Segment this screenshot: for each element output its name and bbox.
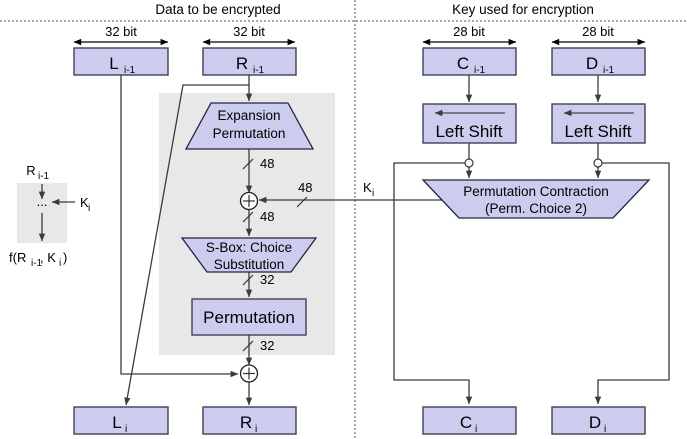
junction-dot-d — [593, 158, 603, 168]
bitwidth-xor-out: 48 — [260, 209, 274, 224]
bitwidth-tick-expansion — [242, 158, 254, 170]
left-shift-label-2: Left Shift — [564, 122, 631, 141]
legend-group: R i-1 ... K i f(R i-1 , K i ) — [9, 163, 90, 269]
bitwidth-permutation-out: 32 — [260, 338, 274, 353]
node-d-prev-label: D — [586, 54, 598, 73]
permutation-contraction-label-line1: Permutation Contraction — [463, 184, 609, 199]
width-dimension-r: 32 bit — [202, 24, 296, 46]
node-c-out[interactable]: C i — [422, 406, 517, 435]
width-label-key-left: 28 bit — [453, 24, 485, 39]
legend-input-subscript: i-1 — [38, 171, 50, 182]
xor-feistel-mix[interactable] — [239, 364, 259, 383]
node-c-out-subscript: i — [475, 424, 477, 435]
legend-output-subscript-1: i-1 — [31, 258, 43, 269]
width-label-left: 32 bit — [105, 24, 137, 39]
width-label-right: 32 bit — [233, 24, 265, 39]
node-r-prev-label: R — [236, 54, 248, 73]
node-l-out-label: L — [112, 413, 121, 432]
permutation-contraction-label-line2: (Perm. Choice 2) — [485, 201, 587, 216]
right-section-title: Key used for encryption — [452, 2, 594, 17]
node-c-out-label: C — [460, 413, 472, 432]
width-dimension-l: 32 bit — [73, 24, 169, 46]
node-r-prev-subscript: i-1 — [253, 65, 265, 76]
left-shift-box-2[interactable]: Left Shift — [551, 103, 646, 144]
expansion-permutation-label-line2: Permutation — [213, 126, 286, 141]
wire-rprev-to-lout — [124, 84, 249, 406]
bitwidth-tick-xorout — [242, 211, 254, 223]
node-r-prev[interactable]: R i-1 — [202, 47, 297, 76]
node-l-prev-label: L — [109, 54, 118, 73]
width-label-key-right: 28 bit — [582, 24, 614, 39]
node-c-prev[interactable]: C i-1 — [422, 47, 517, 76]
permutation-label: Permutation — [203, 308, 295, 327]
node-c-prev-label: C — [457, 54, 469, 73]
node-l-prev-subscript: i-1 — [124, 65, 136, 76]
node-d-out-label: D — [589, 413, 601, 432]
width-dimension-c: 28 bit — [422, 24, 517, 46]
xor-key-mix[interactable] — [239, 191, 259, 211]
left-section-title: Data to be encrypted — [155, 2, 280, 17]
sbox-label-line2: Substitution — [214, 257, 285, 272]
node-d-prev[interactable]: D i-1 — [551, 47, 646, 76]
key-label-group: K i — [363, 180, 374, 199]
node-l-prev[interactable]: L i-1 — [73, 47, 169, 76]
junction-dot-c — [464, 158, 474, 168]
permutation-contraction-shape[interactable] — [421, 179, 651, 219]
legend-input-label: R — [26, 163, 35, 178]
node-c-prev-subscript: i-1 — [474, 65, 486, 76]
legend-output-prefix: f(R — [9, 250, 26, 265]
key-label-subscript: i — [372, 188, 374, 199]
node-r-out-subscript: i — [255, 424, 257, 435]
bitwidth-tick-permout — [242, 340, 254, 352]
node-d-out[interactable]: D i — [551, 406, 646, 435]
permutation-box[interactable] — [191, 298, 307, 336]
legend-key-subscript: i — [88, 203, 90, 214]
expansion-permutation-shape[interactable] — [184, 102, 315, 150]
expansion-permutation-label-line1: Expansion — [217, 108, 280, 123]
legend-key-label: K — [80, 195, 89, 210]
node-l-out-subscript: i — [125, 424, 127, 435]
node-l-out[interactable]: L i — [73, 406, 169, 435]
left-shift-label-1: Left Shift — [435, 122, 502, 141]
legend-output-suffix: ) — [63, 250, 67, 265]
bitwidth-key-in: 48 — [298, 180, 312, 195]
bitwidth-tick-key — [296, 196, 308, 208]
sbox-label-line1: S-Box: Choice — [206, 240, 292, 255]
legend-output-mid: , K — [40, 250, 56, 265]
legend-output-subscript-2: i — [59, 258, 61, 269]
bitwidth-sbox-out: 32 — [260, 272, 274, 287]
legend-dots: ... — [37, 194, 48, 209]
node-r-out-label: R — [240, 413, 252, 432]
node-r-out[interactable]: R i — [202, 406, 297, 435]
left-shift-box-1[interactable]: Left Shift — [422, 103, 517, 144]
wire-lprev-to-xor — [120, 75, 239, 378]
wire-junction1-to-cout — [393, 162, 473, 405]
sbox-shape[interactable] — [180, 237, 318, 273]
bitwidth-tick-sboxout — [242, 274, 254, 286]
node-d-prev-subscript: i-1 — [603, 65, 615, 76]
width-dimension-d: 28 bit — [551, 24, 646, 46]
wire-junction2-to-dout — [594, 162, 670, 405]
bitwidth-expansion-out: 48 — [260, 156, 274, 171]
node-d-out-subscript: i — [604, 424, 606, 435]
key-label: K — [363, 180, 372, 195]
